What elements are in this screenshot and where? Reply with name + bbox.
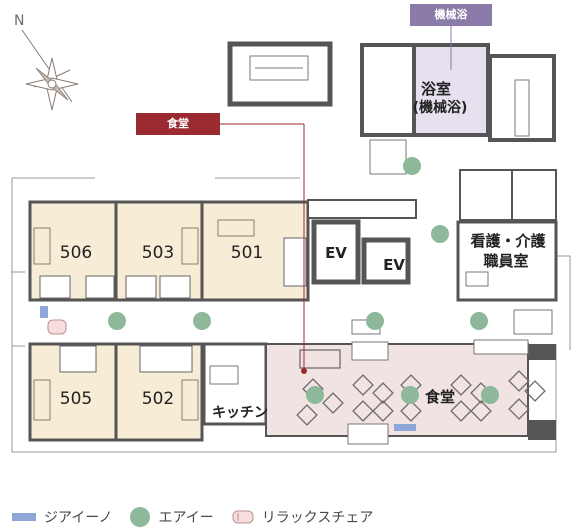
legend: ジアイーノ エアイー リラックスチェア [12, 506, 391, 528]
compass-icon: N [14, 13, 79, 111]
room-503-label: 503 [142, 243, 174, 263]
room-501-label: 501 [231, 243, 263, 263]
jiaino-unit [40, 306, 48, 318]
room-505-label: 505 [60, 389, 92, 409]
legend-air: エアイー [130, 507, 214, 527]
bath-label-1: 浴室 [421, 80, 451, 98]
bath-anteroom [360, 43, 416, 137]
legend-jiaino: ジアイーノ [12, 507, 112, 527]
compass-label: N [14, 13, 24, 29]
air-swatch [130, 507, 151, 527]
staff-label-2: 職員室 [483, 252, 528, 270]
bath-label-2: (機械浴) [413, 99, 468, 116]
jiaino-swatch [12, 513, 36, 521]
kitchen-label: キッチン [212, 405, 268, 421]
room-506-label: 506 [60, 243, 92, 263]
machine-bath-callout: 機械浴 [410, 4, 492, 26]
relax-chair [47, 319, 67, 335]
resident-rooms [28, 200, 310, 442]
staff-label-1: 看護・介護 [470, 232, 546, 250]
staff-room [456, 220, 558, 302]
dining-callout: 食堂 [136, 113, 220, 135]
elevator-2 [361, 237, 411, 285]
elevator-1 [311, 219, 361, 285]
ev-2-label: EV [383, 256, 405, 274]
ev-1-label: EV [325, 244, 347, 262]
dining-label: 食堂 [425, 388, 455, 406]
legend-relax-chair: リラックスチェア [232, 507, 374, 527]
relax-chair-icon [232, 510, 254, 524]
legend-relax-chair-label: リラックスチェア [261, 510, 374, 526]
room-502-label: 502 [142, 389, 174, 409]
stair-block [227, 41, 556, 142]
air-units [108, 157, 499, 404]
legend-air-label: エアイー [158, 510, 214, 526]
legend-jiaino-label: ジアイーノ [44, 510, 113, 526]
